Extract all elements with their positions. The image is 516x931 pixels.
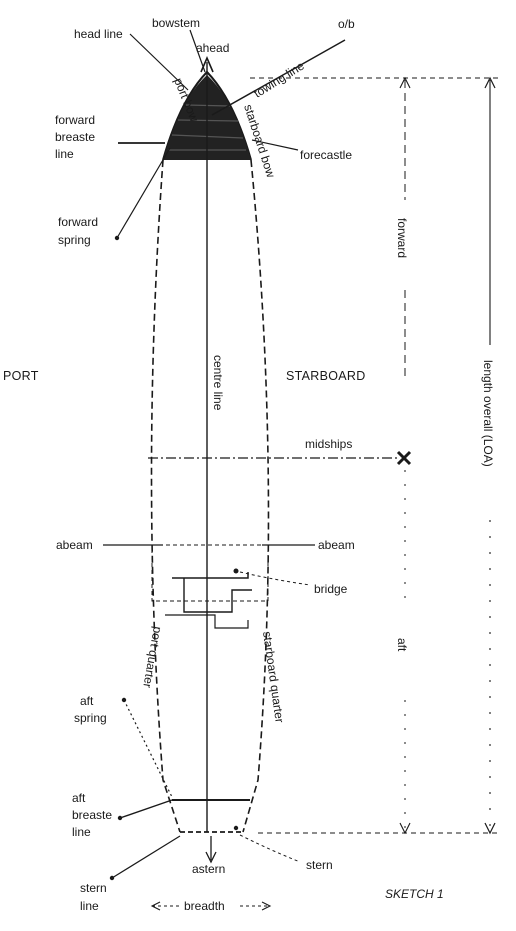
breadth-dimension (150, 901, 272, 911)
forward-breastline-label-3: line (55, 147, 74, 161)
breadth-arrow-right (261, 901, 272, 911)
forward-aft-dimension (399, 76, 411, 835)
forward-spring-label-2: spring (58, 233, 91, 247)
aft-spring-label-2: spring (74, 711, 107, 725)
abeam-left-label: abeam (56, 538, 93, 552)
midships-label: midships (305, 437, 352, 451)
stern-line-label-2: line (80, 899, 99, 913)
astern-arrow (205, 851, 217, 864)
breadth-arrow-left (150, 901, 161, 911)
hull-port-side (150, 159, 181, 833)
forward-spring-point (114, 235, 120, 241)
bridge-point (233, 568, 239, 574)
bowstem-leader (189, 29, 206, 73)
head-line-label: head line (74, 27, 123, 41)
stern-leader (239, 834, 301, 863)
port-quarter-label: port quarter (140, 625, 165, 689)
sketch-label: SKETCH 1 (385, 887, 444, 901)
bridge-lower-deck (165, 614, 249, 629)
aft-breast-point (117, 815, 123, 821)
stern-line-point (109, 875, 115, 881)
breadth-label: breadth (184, 899, 225, 913)
loa-dimension (250, 76, 498, 835)
forecastle-leader (251, 139, 299, 151)
hull (150, 70, 270, 833)
bridge-label: bridge (314, 582, 348, 596)
forward-spring-line (116, 147, 171, 239)
astern-label: astern (192, 862, 225, 876)
bridge-house (183, 578, 252, 613)
forward-breastline-label-2: breaste (55, 130, 95, 144)
ob-label: o/b (338, 17, 355, 31)
forward-arrow-top (399, 76, 411, 89)
stern-point (233, 825, 239, 831)
length-overall-label: length overall (LOA) (481, 360, 495, 467)
loa-arrow-bottom (484, 822, 496, 835)
midships-marker (396, 450, 412, 466)
loa-arrow-top (484, 76, 496, 89)
forward-label: forward (395, 218, 409, 258)
stern-line (111, 835, 181, 879)
bridge-leader (239, 571, 311, 586)
aft-label: aft (395, 638, 409, 652)
bridge-deck-outline (151, 544, 269, 602)
towing-line-label: towing line (251, 58, 307, 100)
head-line-leader (129, 33, 189, 91)
forward-breastline-label-1: forward (55, 113, 95, 127)
bridge-structure (151, 544, 311, 629)
stern-label: stern (306, 858, 333, 872)
port-label: PORT (3, 369, 39, 383)
aft-arrow-bottom (399, 822, 411, 835)
starboard-bow-label: starboard bow (241, 103, 278, 180)
aft-breast-leader (119, 799, 173, 819)
aft-breastline-label-1: aft (72, 791, 86, 805)
centre-line-label: centre line (211, 355, 225, 411)
abeam-right-label: abeam (318, 538, 355, 552)
hull-starboard-side (242, 159, 270, 833)
stern-line-label-1: stern (80, 881, 107, 895)
aft-spring-point (121, 697, 127, 703)
aft-breastline-label-2: breaste (72, 808, 112, 822)
forecastle-label: forecastle (300, 148, 352, 162)
aft-breastline-label-3: line (72, 825, 91, 839)
aft-spring-line (123, 699, 173, 798)
starboard-label: STARBOARD (286, 369, 366, 383)
forward-spring-label-1: forward (58, 215, 98, 229)
aft-spring-label-1: aft (80, 694, 94, 708)
bowstem-label: bowstem (152, 16, 200, 30)
ahead-label: ahead (196, 41, 229, 55)
